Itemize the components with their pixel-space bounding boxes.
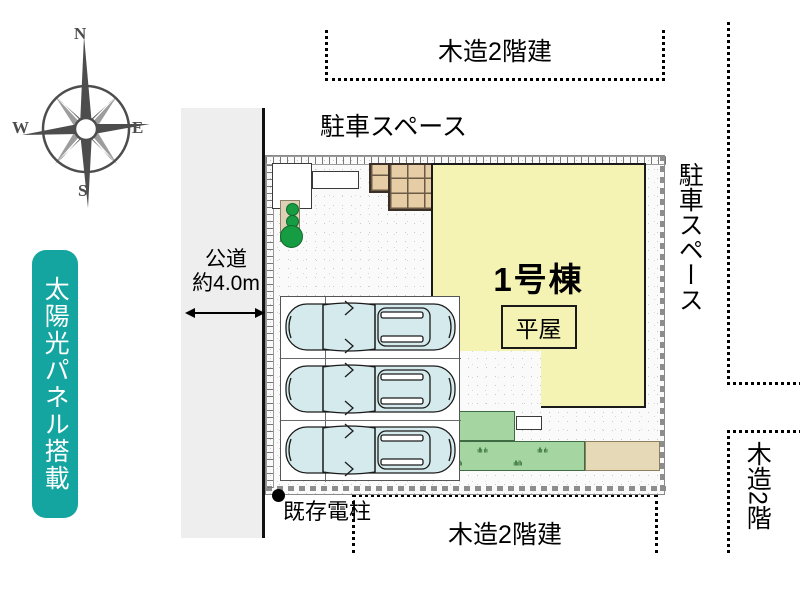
car-1: [285, 300, 456, 354]
site-boundary-bottom: [266, 486, 666, 491]
neighbor-boundary-right: [727, 22, 800, 385]
neighbor-building-top: 木造2階建: [325, 30, 665, 81]
site-boundary-left: [266, 163, 274, 488]
road-name-label: 公道: [205, 248, 247, 271]
road-width-label: 約4.0m: [192, 271, 260, 295]
compass-north-label: N: [74, 24, 87, 43]
solar-panel-badge: 太陽光パネル搭載: [32, 250, 78, 518]
parking-space-label-top: 駐車スペース: [320, 113, 468, 141]
site-boundary-right: [660, 156, 665, 491]
bay-divider-1: [281, 358, 461, 359]
compass-south-label: S: [78, 181, 88, 200]
neighbor-building-right: 木造2階: [727, 430, 800, 553]
shrub-large: [280, 225, 303, 248]
entrance-step: [312, 171, 359, 189]
neighbor-building-bottom: 木造2階建: [352, 494, 658, 553]
car-3: [285, 423, 456, 477]
road-label-group: 公道 約4.0m: [186, 248, 266, 295]
utility-pole-label: 既存電柱: [283, 499, 372, 524]
compass-rose-graphic: [22, 36, 150, 208]
road-width-arrow: [185, 306, 265, 320]
solar-panel-badge-label: 太陽光パネル搭載: [41, 276, 70, 492]
site-plan: 1号棟 平屋 ıllı ılı ıllı ılı ıllıllı ıllıllı…: [265, 155, 666, 495]
bay-divider-2: [281, 420, 461, 421]
neighbor-building-bottom-label: 木造2階建: [448, 521, 562, 549]
parking-space-label-right: 駐車スペース: [675, 162, 704, 312]
compass-west-label: W: [12, 118, 29, 137]
neighbor-building-top-label: 木造2階建: [438, 38, 552, 66]
rear-entry-stoop: [516, 416, 542, 430]
building-type-label: 平屋: [500, 305, 577, 349]
building-name-label: 1号棟: [493, 261, 584, 298]
paved-pad: [585, 441, 660, 471]
utility-pole-marker: [272, 489, 285, 502]
neighbor-building-right-label: 木造2階: [743, 441, 772, 530]
car-2: [285, 362, 456, 416]
public-road: [181, 108, 265, 538]
compass-east-label: E: [132, 118, 144, 137]
compass-rose: N E S W: [12, 18, 152, 208]
